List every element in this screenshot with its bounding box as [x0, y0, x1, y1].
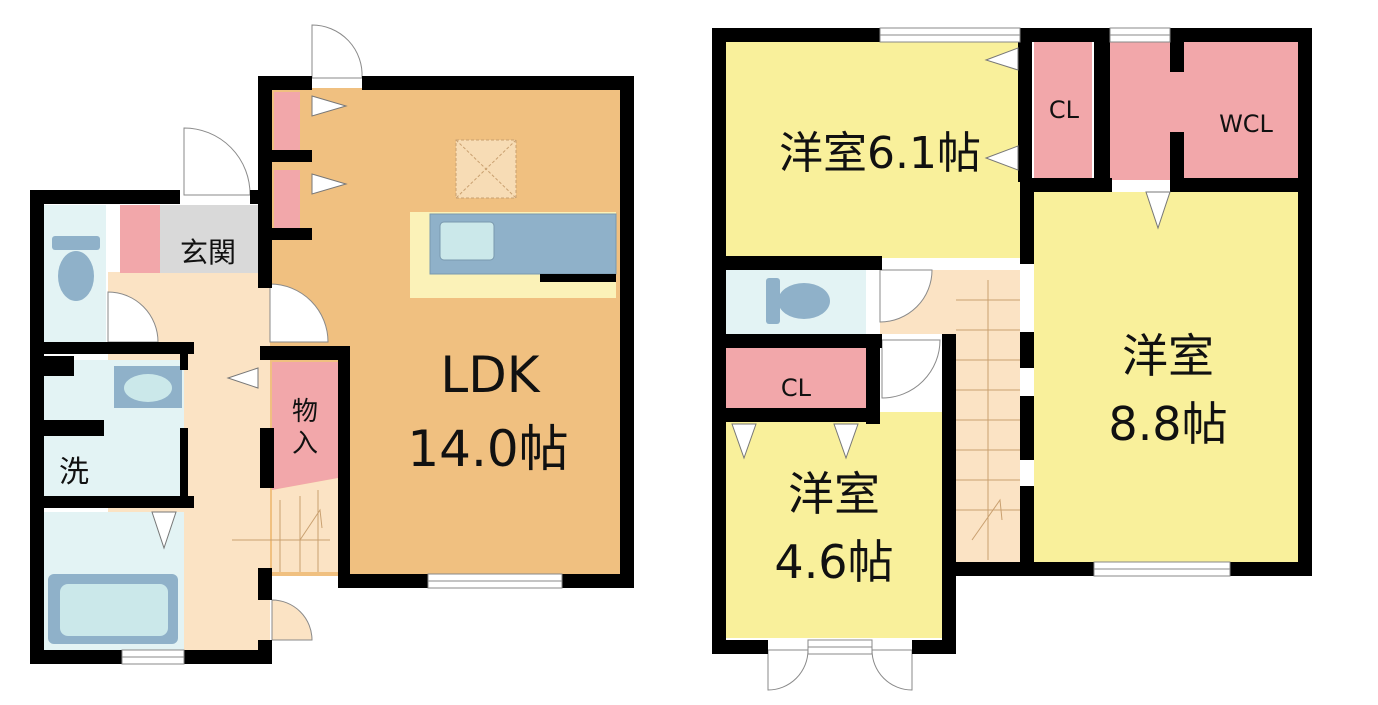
entry-arrows-2: [731, 47, 1171, 460]
bed3-floor: [726, 412, 944, 638]
stairs-floor-2: [956, 280, 1020, 560]
bed2-floor: [1034, 192, 1300, 562]
closet-a-floor: [1034, 40, 1092, 180]
kitchen-sink: [439, 221, 495, 261]
closet-a-label: CL: [1049, 96, 1080, 124]
storage-label-2: 入: [292, 429, 318, 459]
toilet-bowl: [58, 251, 94, 301]
floor-1: LDK 14.0帖 玄関 洗 物 入: [30, 24, 634, 665]
floor-2: 洋室6.1帖 洋室 8.8帖 洋室 4.6帖 CL WCL CL: [712, 27, 1312, 691]
entry-arrows-1: [151, 95, 348, 550]
bed2-size: 8.8帖: [1108, 397, 1227, 451]
bed1-floor: [726, 40, 1022, 258]
ldk-size: 14.0帖: [407, 420, 568, 478]
windows-floor-2: [807, 27, 1231, 655]
wcl-label: WCL: [1219, 110, 1273, 138]
walls-floor-1: [30, 76, 634, 664]
storage-floor: [272, 362, 338, 490]
entrance-label: 玄関: [180, 236, 236, 269]
storage-label-1: 物: [292, 397, 318, 427]
toilet2-bowl: [778, 283, 830, 319]
door-swings-2: [767, 269, 941, 691]
pantry-lower: [274, 170, 300, 228]
wcl-floor: [1110, 40, 1300, 180]
kitchen-counter-edge: [540, 274, 616, 282]
bathtub-inner: [60, 584, 168, 636]
understairs-floor: [272, 478, 338, 572]
closet-b-floor: [726, 348, 866, 408]
walls-floor-2: [712, 28, 1312, 654]
closet-b-label: CL: [781, 374, 812, 402]
pantry-upper: [274, 92, 300, 150]
stairs-floor-1: [232, 490, 330, 572]
bed1-label: 洋室6.1帖: [779, 128, 981, 179]
bed2-label: 洋室: [1122, 329, 1214, 383]
ldk-label: LDK: [440, 346, 540, 404]
bed3-label: 洋室: [788, 467, 880, 521]
laundry-label: 洗: [59, 455, 89, 490]
bed3-size: 4.6帖: [774, 535, 893, 589]
wash-basin-bowl: [124, 374, 172, 402]
toilet2-tank: [766, 278, 780, 324]
windows-floor-1: [121, 573, 563, 665]
shoe-closet: [120, 205, 160, 273]
skylight-diag-2: [455, 139, 517, 199]
door-swings-1: [107, 24, 363, 641]
toilet-tank: [52, 236, 100, 250]
entrance-floor: [160, 205, 260, 273]
